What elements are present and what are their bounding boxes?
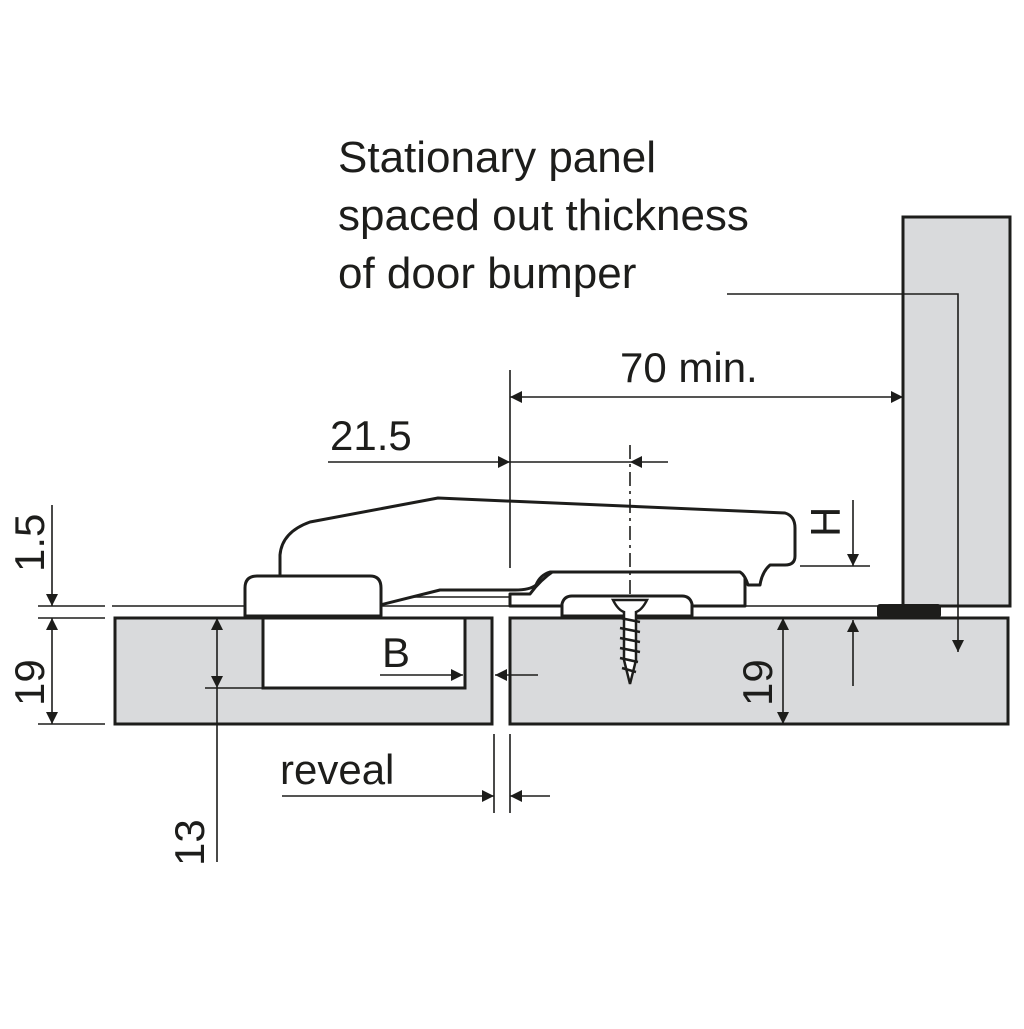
left-door-panel bbox=[113, 616, 494, 726]
hinge-arm bbox=[278, 496, 797, 607]
dim-b-label: B bbox=[382, 629, 410, 676]
door-bumper bbox=[877, 604, 941, 618]
stationary-panel bbox=[901, 215, 1012, 608]
caption-line-3: of door bumper bbox=[338, 249, 636, 298]
dim-13-label: 13 bbox=[166, 819, 213, 866]
reveal-label: reveal bbox=[280, 746, 394, 793]
caption-line-2: spaced out thickness bbox=[338, 191, 749, 240]
dim-21-5-label: 21.5 bbox=[330, 412, 412, 459]
hinge-cup bbox=[243, 574, 383, 618]
cabinet-side-panel bbox=[508, 616, 1010, 726]
dim-19-left-label: 19 bbox=[6, 659, 53, 706]
caption-leader bbox=[727, 293, 964, 652]
dim-19-right-label: 19 bbox=[734, 659, 781, 706]
dim-70-label: 70 min. bbox=[620, 344, 758, 391]
dim-h-label: H bbox=[802, 507, 849, 537]
screw-icon bbox=[610, 598, 650, 685]
caption-line-1: Stationary panel bbox=[338, 133, 656, 182]
dim-1-5-label: 1.5 bbox=[6, 514, 53, 572]
